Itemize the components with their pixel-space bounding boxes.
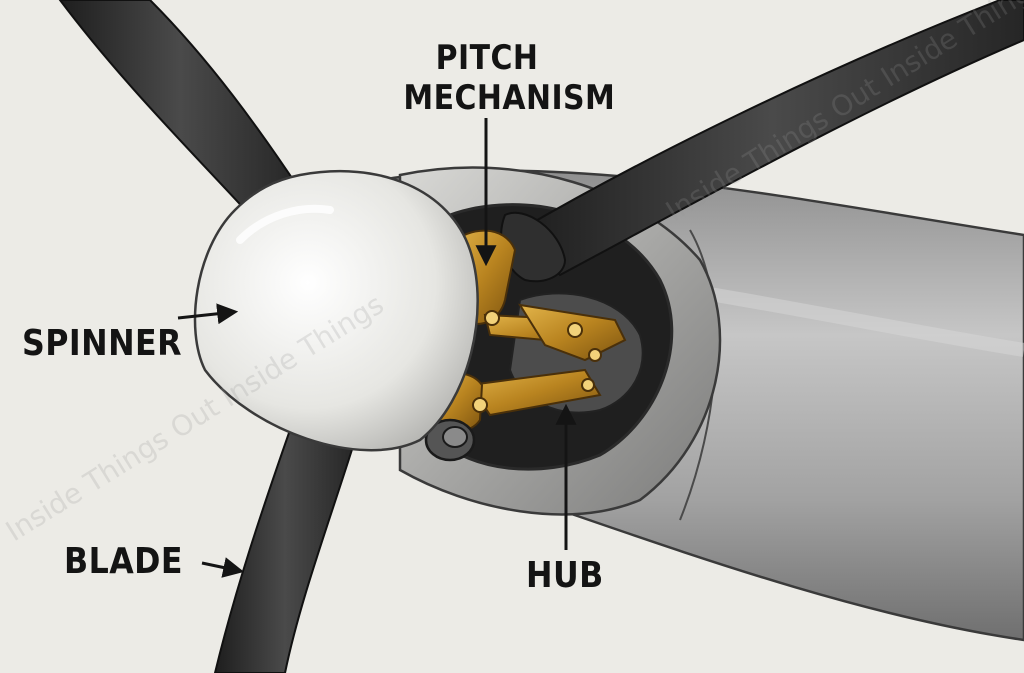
pivot-bolt — [472, 397, 488, 413]
blade-lower — [213, 428, 357, 673]
spinner — [193, 170, 479, 452]
blade-label: BLADE — [64, 541, 183, 582]
pitch-mechanism-label: PITCH MECHANISM — [403, 38, 616, 118]
pivot-bolt — [567, 322, 583, 338]
spinner-highlight — [236, 204, 334, 244]
blade-root-bearing-face — [442, 426, 468, 448]
spinner-leader — [177, 303, 239, 325]
blade-upper-left — [58, 0, 302, 217]
pitch-mechanism-label-line1: PITCH — [435, 38, 539, 78]
pivot-bolt — [484, 310, 500, 326]
spinner-label: SPINNER — [22, 323, 182, 364]
pivot-bolt — [581, 378, 595, 392]
pivot-bolt — [588, 348, 602, 362]
blade-upper-right — [518, 0, 1024, 277]
hub-label: HUB — [526, 555, 604, 596]
pitch-mechanism-label-line2: MECHANISM — [403, 78, 616, 118]
blade-leader — [201, 557, 245, 578]
